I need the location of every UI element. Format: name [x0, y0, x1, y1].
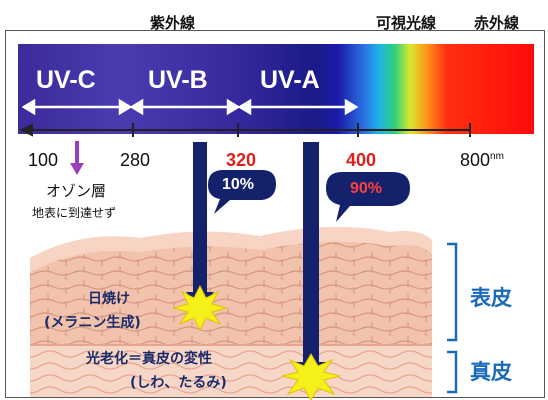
- uvb-percent: 10%: [222, 176, 255, 193]
- uvb-bubble: [208, 170, 276, 214]
- sunburn-label: 日焼け: [88, 291, 130, 307]
- tick-800: 800nm: [460, 150, 504, 170]
- epidermis-bracket: [447, 242, 458, 342]
- dermis-bracket: [447, 350, 458, 394]
- sunburn-detail: (メラニン生成): [44, 315, 141, 331]
- tick-100: 100: [28, 150, 59, 170]
- aging-label: 光老化＝真皮の変性: [86, 351, 212, 367]
- dermis-label: 真皮: [470, 360, 512, 384]
- aging-detail: (しわ、たるみ): [130, 375, 227, 391]
- band-uvb: UV-B: [148, 66, 208, 94]
- infrared-title: 赤外線: [474, 14, 520, 32]
- spectrum-bar: [18, 44, 534, 134]
- epidermis-layer: [30, 241, 432, 350]
- tick-320: 320: [226, 150, 257, 170]
- band-uvc: UV-C: [36, 66, 96, 94]
- ozone-note: 地表に到達せず: [32, 206, 117, 220]
- tick-280: 280: [120, 150, 151, 170]
- aging-starburst: [281, 353, 341, 400]
- uva-bubble: [326, 172, 410, 222]
- tick-400: 400: [346, 150, 377, 170]
- uv-title: 紫外線: [150, 14, 196, 32]
- wavelength-scale: [19, 123, 471, 137]
- uva-arrow: [295, 142, 327, 380]
- uvb-arrow: [186, 142, 214, 308]
- unit-label: nm: [490, 151, 504, 162]
- dermis-layer: [30, 345, 432, 397]
- epidermis-label: 表皮: [470, 286, 512, 310]
- diagram-frame: [5, 30, 545, 398]
- ozone-label: オゾン層: [46, 182, 107, 200]
- visible-light-title: 可視光線: [376, 14, 437, 32]
- sunburn-starburst: [172, 284, 228, 332]
- band-uva: UV-A: [260, 66, 320, 94]
- uva-percent: 90%: [350, 180, 383, 197]
